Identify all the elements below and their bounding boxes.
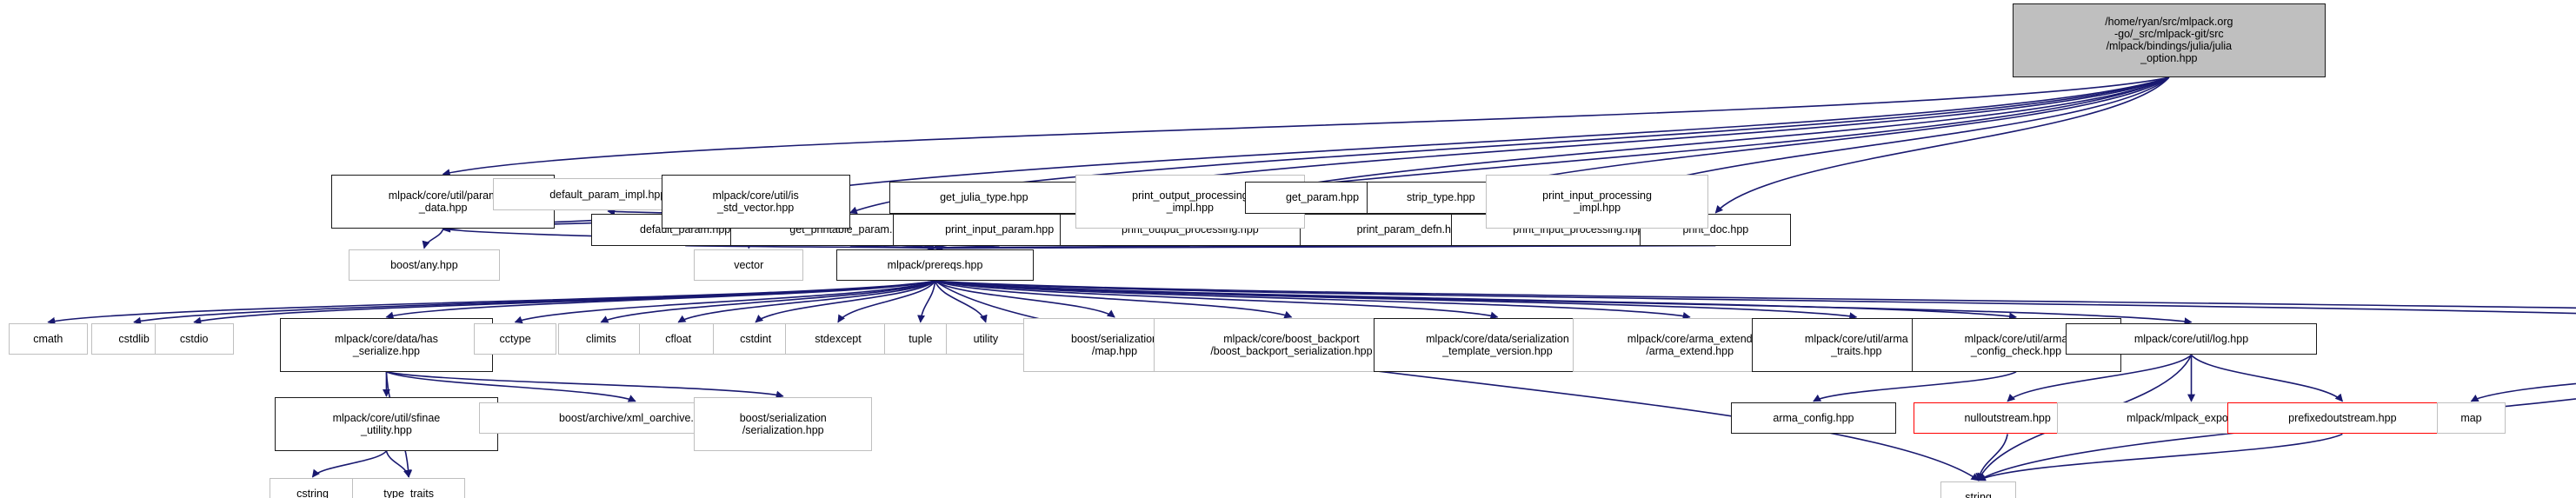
graph-edge-prereqs-to-has_serialize (385, 280, 935, 320)
graph-edge-print_input_processing-to-prereqs (934, 243, 1579, 252)
graph-edge-prereqs-to-cstdlib (133, 280, 935, 325)
graph-edge-prereqs-to-tuple (917, 281, 936, 323)
graph-edge-prereqs-to-arma_traits (935, 280, 1858, 321)
graph-edge-sfinae_utility-to-cstring (311, 450, 388, 478)
graph-edge-print_doc-to-prereqs (934, 243, 1716, 252)
graph-edge-prereqs-to-cctype (514, 280, 935, 324)
graph-edge-param_data-to-boost_any (422, 228, 444, 249)
graph-node-cstdio[interactable]: cstdio (154, 322, 234, 355)
graph-edge-timers-to-map (2470, 382, 2576, 402)
graph-edge-root-to-print_doc (1714, 76, 2170, 214)
graph-node-climits[interactable]: climits (557, 322, 644, 355)
graph-edge-default_param-to-prereqs (685, 243, 936, 252)
graph-node-cfloat[interactable]: cfloat (638, 322, 718, 355)
graph-node-has_serialize[interactable]: mlpack/core/data/has _serialize.hpp (279, 317, 493, 372)
graph-node-cctype[interactable]: cctype (474, 322, 556, 355)
graph-edge-print_param_defn-to-prereqs (934, 243, 1410, 252)
graph-edge-has_serialize-to-boost_serialization (386, 371, 784, 399)
graph-edge-prereqs-to-cfloat (677, 280, 935, 323)
graph-edge-prereqs-to-ser_template_version (935, 280, 1499, 320)
graph-node-sfinae_utility[interactable]: mlpack/core/util/sfinae _utility.hpp (275, 396, 498, 451)
graph-edge-prereqs-to-stdexcept (837, 280, 936, 323)
graph-node-prefixedoutstream[interactable]: prefixedoutstream.hpp (2227, 402, 2458, 435)
graph-edge-prereqs-to-boost_ser_map (935, 280, 1115, 318)
graph-node-stdexcept[interactable]: stdexcept (784, 322, 892, 355)
graph-node-string[interactable]: string (1940, 481, 2017, 498)
graph-edge-prereqs-to-arma_config_check (935, 280, 2018, 321)
graph-node-vector[interactable]: vector (694, 249, 804, 282)
graph-node-is_std_vector[interactable]: mlpack/core/util/is _std_vector.hpp (661, 175, 850, 229)
graph-node-get_julia_type[interactable]: get_julia_type.hpp (889, 182, 1079, 214)
graph-edge-prereqs-to-cstdint (755, 280, 936, 323)
graph-node-boost_serialization[interactable]: boost/serialization /serialization.hpp (694, 396, 873, 451)
graph-edge-prereqs-to-boost_backport_ser (935, 280, 1293, 319)
graph-edge-log-to-prefixedoutstream (2190, 354, 2344, 402)
graph-node-root[interactable]: /home/ryan/src/mlpack.org -go/_src/mlpac… (2013, 3, 2326, 78)
graph-edge-root-to-param_data (442, 76, 2170, 177)
graph-edge-prereqs-to-cstdio (193, 280, 935, 325)
graph-edge-prereqs-to-deprecated (935, 280, 2576, 309)
graph-edge-nulloutstream-to-string (1975, 434, 2008, 481)
graph-node-cstring[interactable]: cstring (270, 477, 356, 498)
graph-node-boost_any[interactable]: boost/any.hpp (348, 249, 500, 282)
graph-edge-print_input_param-to-prereqs (934, 242, 1000, 251)
graph-node-print_input_processing_impl[interactable]: print_input_processing _impl.hpp (1485, 175, 1709, 229)
graph-edge-get_printable_param-to-prereqs (849, 243, 936, 252)
graph-edge-prereqs-to-timers (935, 280, 2576, 315)
graph-edge-print_output_processing-to-prereqs (934, 243, 1190, 252)
graph-node-type_traits[interactable]: type_traits (351, 477, 466, 498)
graph-edge-prereqs-to-string (935, 280, 1980, 481)
graph-node-log[interactable]: mlpack/core/util/log.hpp (2066, 322, 2317, 355)
graph-node-utility[interactable]: utility (946, 322, 1026, 355)
graph-node-cstdint[interactable]: cstdint (712, 322, 799, 355)
graph-edge-prereqs-to-log (935, 280, 2193, 326)
graph-edge-prereqs-to-cmath (47, 280, 935, 325)
graph-edge-prereqs-to-arma_extend (935, 280, 1691, 320)
graph-edge-arma_config_check-to-arma_config (1813, 371, 2017, 402)
graph-node-arma_config[interactable]: arma_config.hpp (1731, 402, 1896, 435)
graph-node-cmath[interactable]: cmath (8, 322, 88, 355)
graph-edge-sfinae_utility-to-type_traits (385, 450, 411, 478)
graph-edge-prereqs-to-climits (600, 280, 935, 323)
graph-node-prereqs[interactable]: mlpack/prereqs.hpp (835, 249, 1035, 282)
graph-edge-prereqs-to-utility (934, 280, 988, 323)
graph-edge-prefixedoutstream-to-string (1977, 433, 2343, 481)
graph-node-map[interactable]: map (2436, 402, 2506, 435)
